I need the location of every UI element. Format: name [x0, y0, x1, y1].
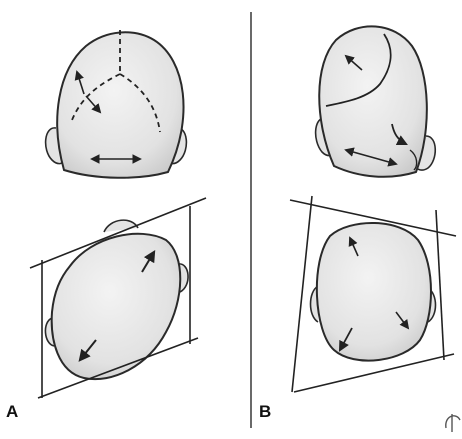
head-top-outline: [52, 234, 181, 379]
panel-b-top-view: [290, 196, 456, 392]
panel-a-back-view: [46, 30, 187, 178]
panel-a-top-view: [30, 198, 206, 398]
nose-bump: [104, 220, 138, 232]
frame-left-b: [292, 196, 312, 392]
panel-b: [290, 26, 456, 392]
corner-logo-mark: [446, 414, 460, 432]
head-outline-b: [319, 26, 427, 176]
head-top-outline-b: [317, 223, 431, 361]
head-outline: [57, 32, 183, 177]
panel-label-b: B: [259, 402, 271, 422]
panel-label-a: A: [6, 402, 18, 422]
panel-b-back-view: [316, 26, 436, 176]
panel-a: [30, 30, 206, 398]
